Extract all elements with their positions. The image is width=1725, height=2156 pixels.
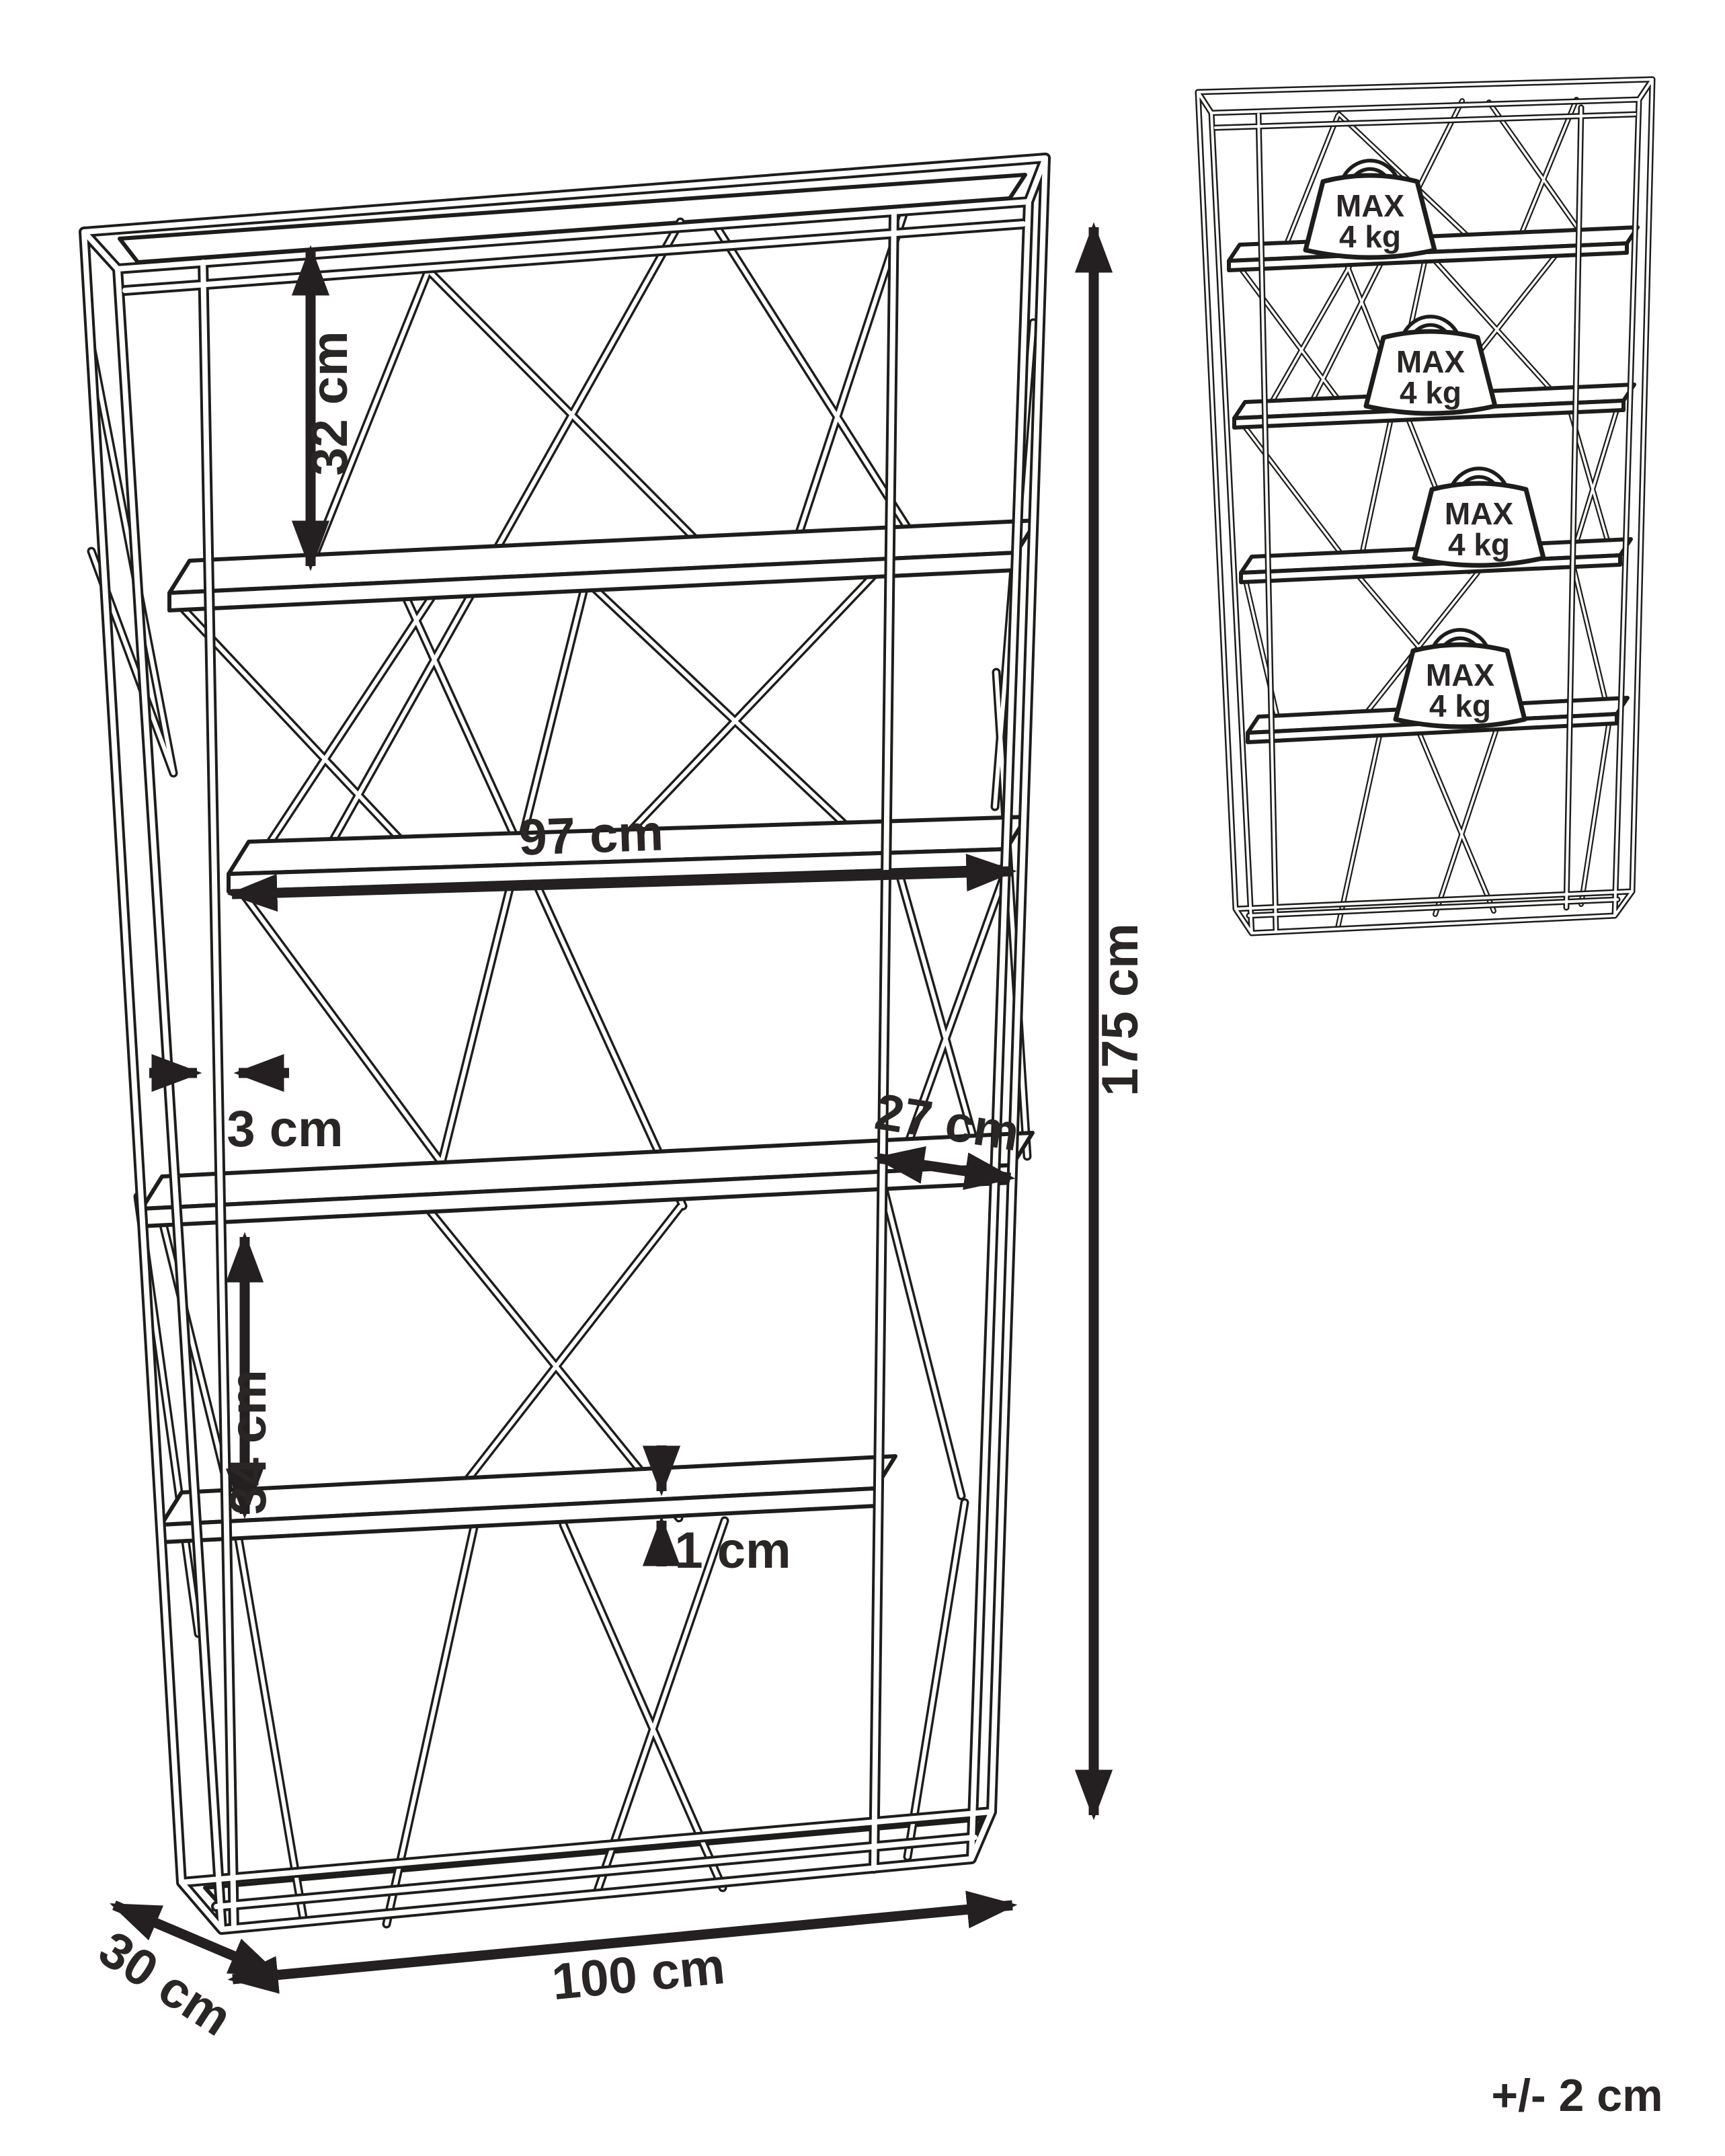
- weight-max-label: MAX: [1396, 344, 1466, 379]
- weight-body-icon: [1412, 481, 1546, 568]
- weight-kg-label: 4 kg: [1339, 219, 1401, 254]
- dim-label-175cm: 175 cm: [1092, 923, 1149, 1096]
- dim-arrow-30cm: [110, 1901, 280, 1979]
- weight-max-label: MAX: [1445, 496, 1514, 531]
- tolerance-note: +/- 2 cm: [1491, 2070, 1662, 2121]
- weight-kg-label: 4 kg: [1448, 527, 1510, 562]
- weight-handle-icon: [1435, 631, 1486, 651]
- main-shelving-drawing: 32 cm 97 cm 3 cm 27 cm 34 cm: [84, 158, 1149, 2047]
- max-load-drawing: MAX 4 kg MAX 4 kg MAX 4 kg MAX 4 kg: [1198, 79, 1652, 933]
- weight-kg-label: 4 kg: [1429, 688, 1491, 723]
- dim-label-30cm: 30 cm: [89, 1920, 241, 2047]
- dim-label-3cm: 3 cm: [227, 1101, 343, 1158]
- dim-label-34cm: 34 cm: [220, 1369, 277, 1515]
- weight-body-icon: [1303, 173, 1437, 260]
- weight-max-label: MAX: [1426, 657, 1495, 692]
- weight-body-icon: [1393, 642, 1527, 729]
- dim-top-shelf-spacing: 32 cm: [291, 245, 358, 571]
- weight-handle-icon: [1405, 318, 1456, 337]
- dim-arrow-97cm: [227, 853, 1017, 912]
- max-weight-4: MAX 4 kg: [1393, 628, 1527, 729]
- weight-body-icon: [1363, 329, 1498, 416]
- dim-label-1cm: 1 cm: [674, 1522, 791, 1579]
- dimension-annotations: 32 cm 97 cm 3 cm 27 cm 34 cm: [89, 222, 1149, 2047]
- weight-handle-icon: [1453, 470, 1505, 489]
- dim-frame-profile: 3 cm: [149, 1053, 344, 1158]
- max-weight-2: MAX 4 kg: [1363, 315, 1498, 416]
- dim-shelf-thickness: 1 cm: [642, 1445, 791, 1579]
- dim-label-97cm: 97 cm: [518, 804, 664, 866]
- max-weight-3: MAX 4 kg: [1412, 467, 1546, 568]
- dim-label-32cm: 32 cm: [301, 331, 358, 476]
- dim-lower-shelf-spacing: 34 cm: [220, 1232, 277, 1519]
- dim-inner-shelf-width: 97 cm: [227, 804, 1017, 912]
- weight-max-label: MAX: [1336, 188, 1405, 223]
- dim-arrow-100cm: [227, 1890, 1018, 1994]
- dim-arrow-27cm: [873, 1146, 1016, 1190]
- max-weight-1: MAX 4 kg: [1303, 159, 1437, 260]
- small-shelf-1-front: [1227, 241, 1629, 272]
- dim-total-width: 100 cm: [227, 1890, 1018, 2011]
- weight-handle-icon: [1345, 162, 1396, 182]
- dim-total-height: 175 cm: [1074, 222, 1149, 1821]
- weight-kg-label: 4 kg: [1400, 375, 1461, 410]
